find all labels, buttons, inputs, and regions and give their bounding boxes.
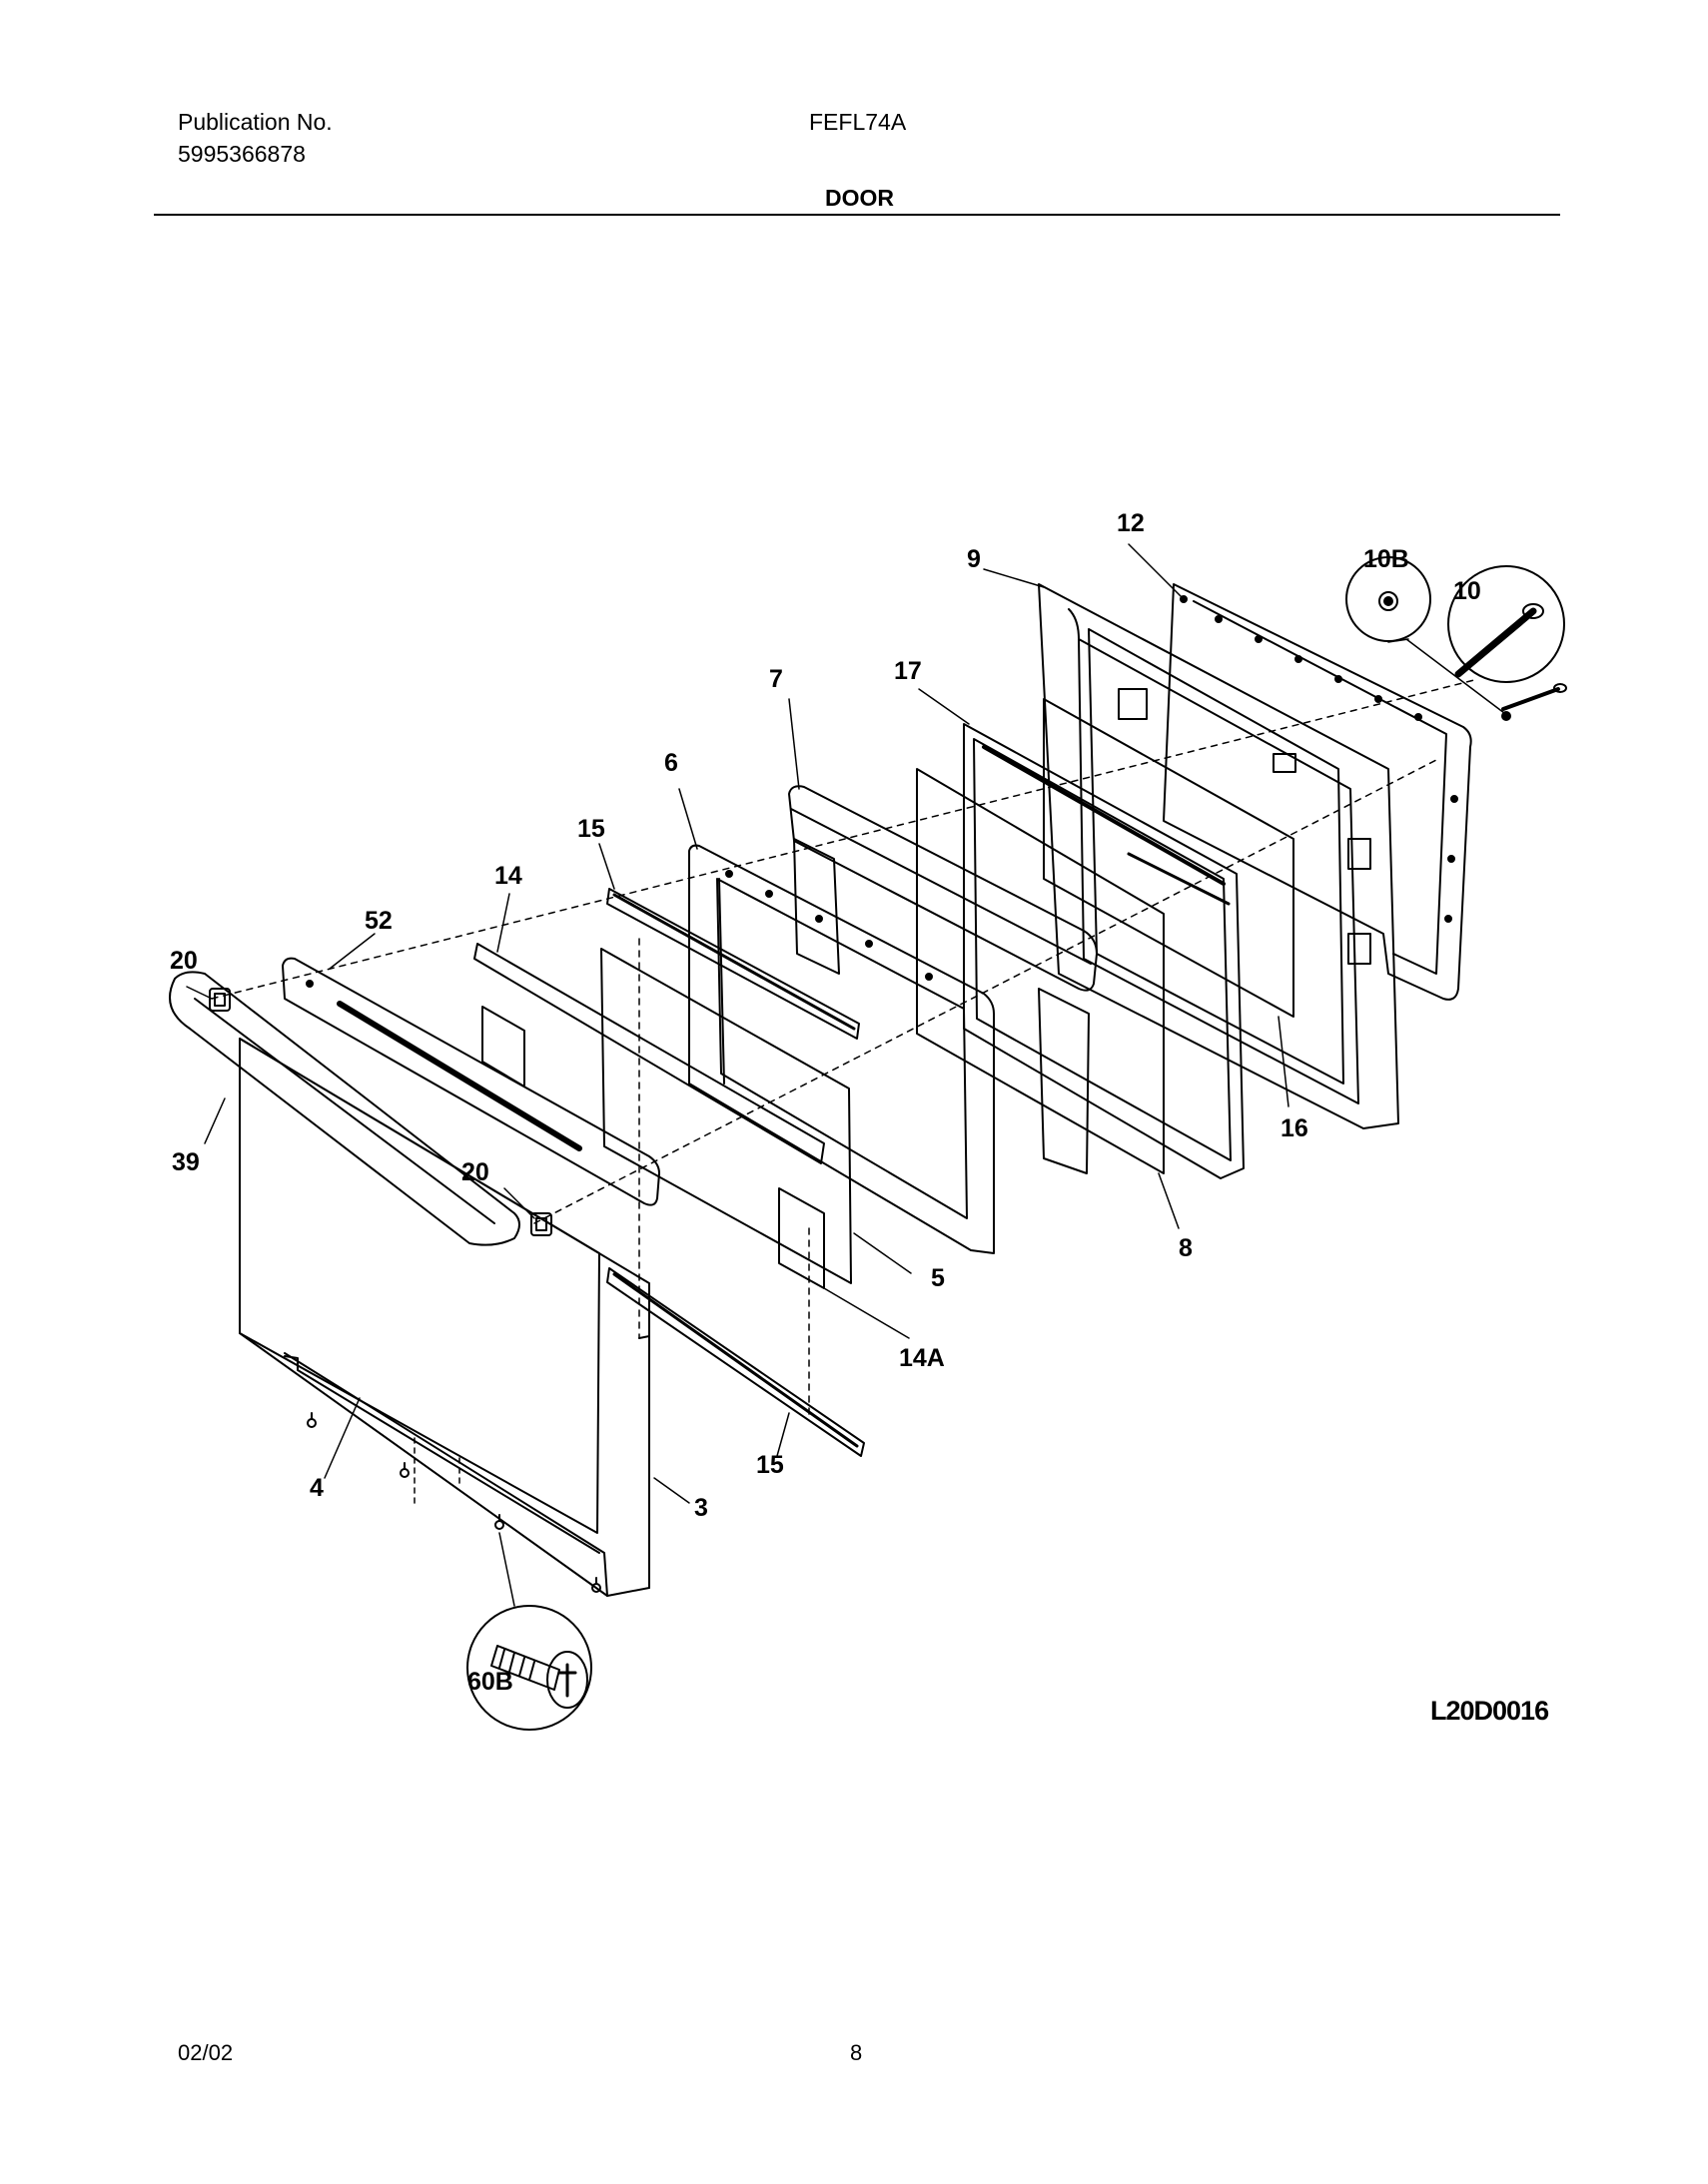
door-strip-14 — [473, 943, 825, 1164]
callout-4: 4 — [310, 1474, 324, 1502]
drawing-code: L20D0016 — [1430, 1696, 1549, 1726]
callout-5: 5 — [931, 1264, 945, 1292]
hinge-washer-10b — [1345, 556, 1431, 642]
callout-14a: 14A — [899, 1344, 945, 1372]
top-channel-7 — [788, 785, 1098, 992]
screws — [307, 1412, 601, 1593]
glass-retainer-15-top — [606, 888, 860, 1040]
callout-9: 9 — [967, 545, 981, 573]
callout-7: 7 — [769, 665, 783, 693]
footer-date: 02/02 — [178, 2040, 234, 2065]
header-rule — [154, 214, 1560, 216]
callout-20-right: 20 — [461, 1158, 489, 1186]
publication-label: Publication No. — [178, 109, 333, 135]
callout-10b: 10B — [1363, 545, 1409, 573]
callout-12: 12 — [1117, 509, 1145, 537]
window-trim-4 — [239, 1038, 600, 1554]
glass-retainer-15-bottom — [606, 1267, 865, 1457]
handle-end-cap-20-left — [209, 988, 231, 1012]
assembly-axis — [211, 678, 1479, 1419]
callout-6: 6 — [664, 749, 678, 777]
top-trim-52 — [282, 957, 660, 1206]
hinge-pin-10 — [1405, 565, 1567, 721]
callout-15-top: 15 — [577, 815, 605, 843]
spacer-block-7 — [793, 838, 1090, 1174]
callout-3: 3 — [694, 1494, 708, 1522]
glass-frame-6 — [688, 844, 995, 1254]
callout-16: 16 — [1281, 1114, 1308, 1142]
callout-15-bottom: 15 — [756, 1451, 784, 1479]
callout-8: 8 — [1179, 1234, 1193, 1262]
callout-60b: 60B — [467, 1668, 513, 1696]
outer-glass-5 — [600, 948, 852, 1284]
pad-14a — [481, 1006, 825, 1289]
model-number: FEFL74A — [809, 109, 907, 135]
page-number: 8 — [850, 2040, 863, 2065]
callout-10: 10 — [1453, 577, 1481, 605]
callout-39: 39 — [172, 1148, 200, 1176]
callout-20-left: 20 — [170, 947, 198, 975]
door-handle-39 — [169, 971, 520, 1246]
inner-door-panel-9 — [1038, 583, 1399, 1129]
screw-detail-60b — [466, 1532, 592, 1731]
door-liner-12 — [1163, 583, 1472, 1001]
callout-17: 17 — [894, 657, 922, 685]
publication-number: 5995366878 — [178, 141, 306, 167]
glass-panel-8 — [916, 768, 1165, 1174]
section-title: DOOR — [825, 185, 894, 211]
callout-labels: 12 9 10B 10 7 17 6 15 14 52 20 39 20 16 … — [170, 509, 1481, 1696]
insulation-panel-16 — [1043, 698, 1294, 1018]
leader-lines — [186, 543, 1409, 1504]
callout-52: 52 — [365, 907, 393, 935]
callout-14: 14 — [494, 862, 522, 890]
inner-glass-frame-17 — [963, 723, 1245, 1179]
